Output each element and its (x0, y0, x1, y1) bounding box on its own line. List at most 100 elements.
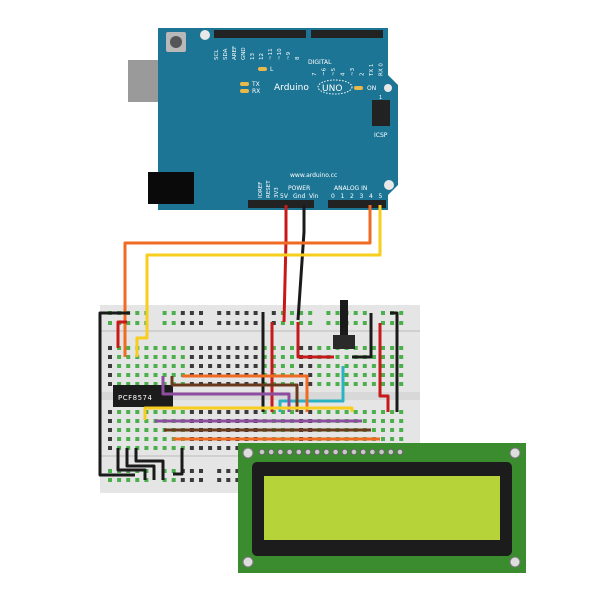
breadboard-hole[interactable] (208, 355, 213, 359)
breadboard-hole[interactable] (299, 321, 304, 325)
breadboard-hole[interactable] (371, 355, 376, 359)
breadboard-hole[interactable] (217, 321, 222, 325)
breadboard-hole[interactable] (217, 410, 222, 414)
breadboard-hole[interactable] (199, 311, 203, 315)
breadboard-hole[interactable] (308, 410, 313, 414)
breadboard-hole[interactable] (217, 446, 222, 450)
breadboard-hole[interactable] (153, 446, 158, 450)
breadboard-hole[interactable] (144, 428, 149, 432)
breadboard-hole[interactable] (135, 419, 140, 423)
breadboard-hole[interactable] (162, 355, 167, 359)
breadboard-hole[interactable] (117, 410, 122, 414)
breadboard-hole[interactable] (144, 346, 149, 350)
breadboard-hole[interactable] (199, 410, 203, 414)
breadboard-hole[interactable] (290, 311, 294, 315)
breadboard-hole[interactable] (135, 321, 140, 325)
breadboard-hole[interactable] (108, 478, 112, 482)
breadboard-hole[interactable] (189, 321, 194, 325)
breadboard-hole[interactable] (189, 410, 194, 414)
breadboard-hole[interactable] (317, 382, 322, 386)
breadboard-hole[interactable] (362, 382, 367, 386)
breadboard-hole[interactable] (244, 311, 249, 315)
breadboard-hole[interactable] (144, 382, 149, 386)
breadboard-hole[interactable] (171, 478, 176, 482)
breadboard-hole[interactable] (135, 428, 140, 432)
breadboard-hole[interactable] (335, 410, 340, 414)
breadboard-hole[interactable] (390, 346, 395, 350)
breadboard-hole[interactable] (317, 410, 322, 414)
breadboard-hole[interactable] (126, 428, 131, 432)
breadboard-hole[interactable] (399, 355, 404, 359)
breadboard-hole[interactable] (108, 428, 112, 432)
breadboard-hole[interactable] (299, 311, 304, 315)
breadboard-hole[interactable] (180, 311, 185, 315)
breadboard-hole[interactable] (244, 355, 249, 359)
breadboard-hole[interactable] (371, 428, 376, 432)
breadboard-hole[interactable] (262, 410, 267, 414)
breadboard-hole[interactable] (117, 428, 122, 432)
breadboard-hole[interactable] (108, 382, 112, 386)
breadboard-hole[interactable] (381, 355, 385, 359)
breadboard-hole[interactable] (271, 364, 276, 368)
breadboard-hole[interactable] (117, 373, 122, 377)
breadboard-hole[interactable] (381, 346, 385, 350)
breadboard-hole[interactable] (271, 355, 276, 359)
breadboard-hole[interactable] (381, 364, 385, 368)
breadboard-hole[interactable] (280, 364, 285, 368)
breadboard-hole[interactable] (162, 346, 167, 350)
breadboard-hole[interactable] (353, 410, 358, 414)
breadboard-hole[interactable] (189, 478, 194, 482)
breadboard-hole[interactable] (317, 373, 322, 377)
breadboard-hole[interactable] (144, 355, 149, 359)
breadboard-hole[interactable] (399, 428, 404, 432)
breadboard-hole[interactable] (162, 311, 167, 315)
breadboard-hole[interactable] (280, 410, 285, 414)
breadboard-hole[interactable] (390, 437, 395, 441)
breadboard-hole[interactable] (290, 355, 294, 359)
breadboard-hole[interactable] (326, 373, 331, 377)
breadboard-hole[interactable] (253, 346, 258, 350)
breadboard-hole[interactable] (235, 355, 240, 359)
breadboard-hole[interactable] (399, 346, 404, 350)
breadboard-hole[interactable] (217, 355, 222, 359)
breadboard-hole[interactable] (189, 364, 194, 368)
breadboard-hole[interactable] (371, 419, 376, 423)
breadboard-hole[interactable] (144, 446, 149, 450)
breadboard-hole[interactable] (353, 346, 358, 350)
breadboard-hole[interactable] (189, 311, 194, 315)
breadboard-hole[interactable] (199, 355, 203, 359)
breadboard-hole[interactable] (117, 419, 122, 423)
breadboard-hole[interactable] (280, 355, 285, 359)
breadboard-hole[interactable] (371, 382, 376, 386)
breadboard-hole[interactable] (326, 321, 331, 325)
breadboard-hole[interactable] (226, 410, 231, 414)
breadboard-hole[interactable] (335, 364, 340, 368)
breadboard-hole[interactable] (299, 364, 304, 368)
breadboard-hole[interactable] (126, 364, 131, 368)
breadboard-hole[interactable] (171, 311, 176, 315)
breadboard-hole[interactable] (235, 446, 240, 450)
breadboard-hole[interactable] (399, 373, 404, 377)
breadboard-hole[interactable] (362, 419, 367, 423)
breadboard-hole[interactable] (344, 410, 349, 414)
breadboard-hole[interactable] (171, 364, 176, 368)
breadboard-hole[interactable] (153, 346, 158, 350)
breadboard-hole[interactable] (317, 346, 322, 350)
breadboard-hole[interactable] (171, 446, 176, 450)
breadboard-hole[interactable] (344, 382, 349, 386)
breadboard-hole[interactable] (217, 478, 222, 482)
breadboard-hole[interactable] (135, 373, 140, 377)
breadboard-hole[interactable] (308, 321, 313, 325)
breadboard-hole[interactable] (326, 311, 331, 315)
breadboard-hole[interactable] (280, 346, 285, 350)
breadboard-hole[interactable] (189, 446, 194, 450)
breadboard-hole[interactable] (162, 469, 167, 473)
breadboard-hole[interactable] (390, 428, 395, 432)
breadboard-hole[interactable] (244, 346, 249, 350)
breadboard-hole[interactable] (235, 478, 240, 482)
breadboard-hole[interactable] (171, 373, 176, 377)
breadboard-hole[interactable] (108, 373, 112, 377)
breadboard-hole[interactable] (108, 410, 112, 414)
breadboard-hole[interactable] (399, 410, 404, 414)
breadboard-hole[interactable] (353, 373, 358, 377)
